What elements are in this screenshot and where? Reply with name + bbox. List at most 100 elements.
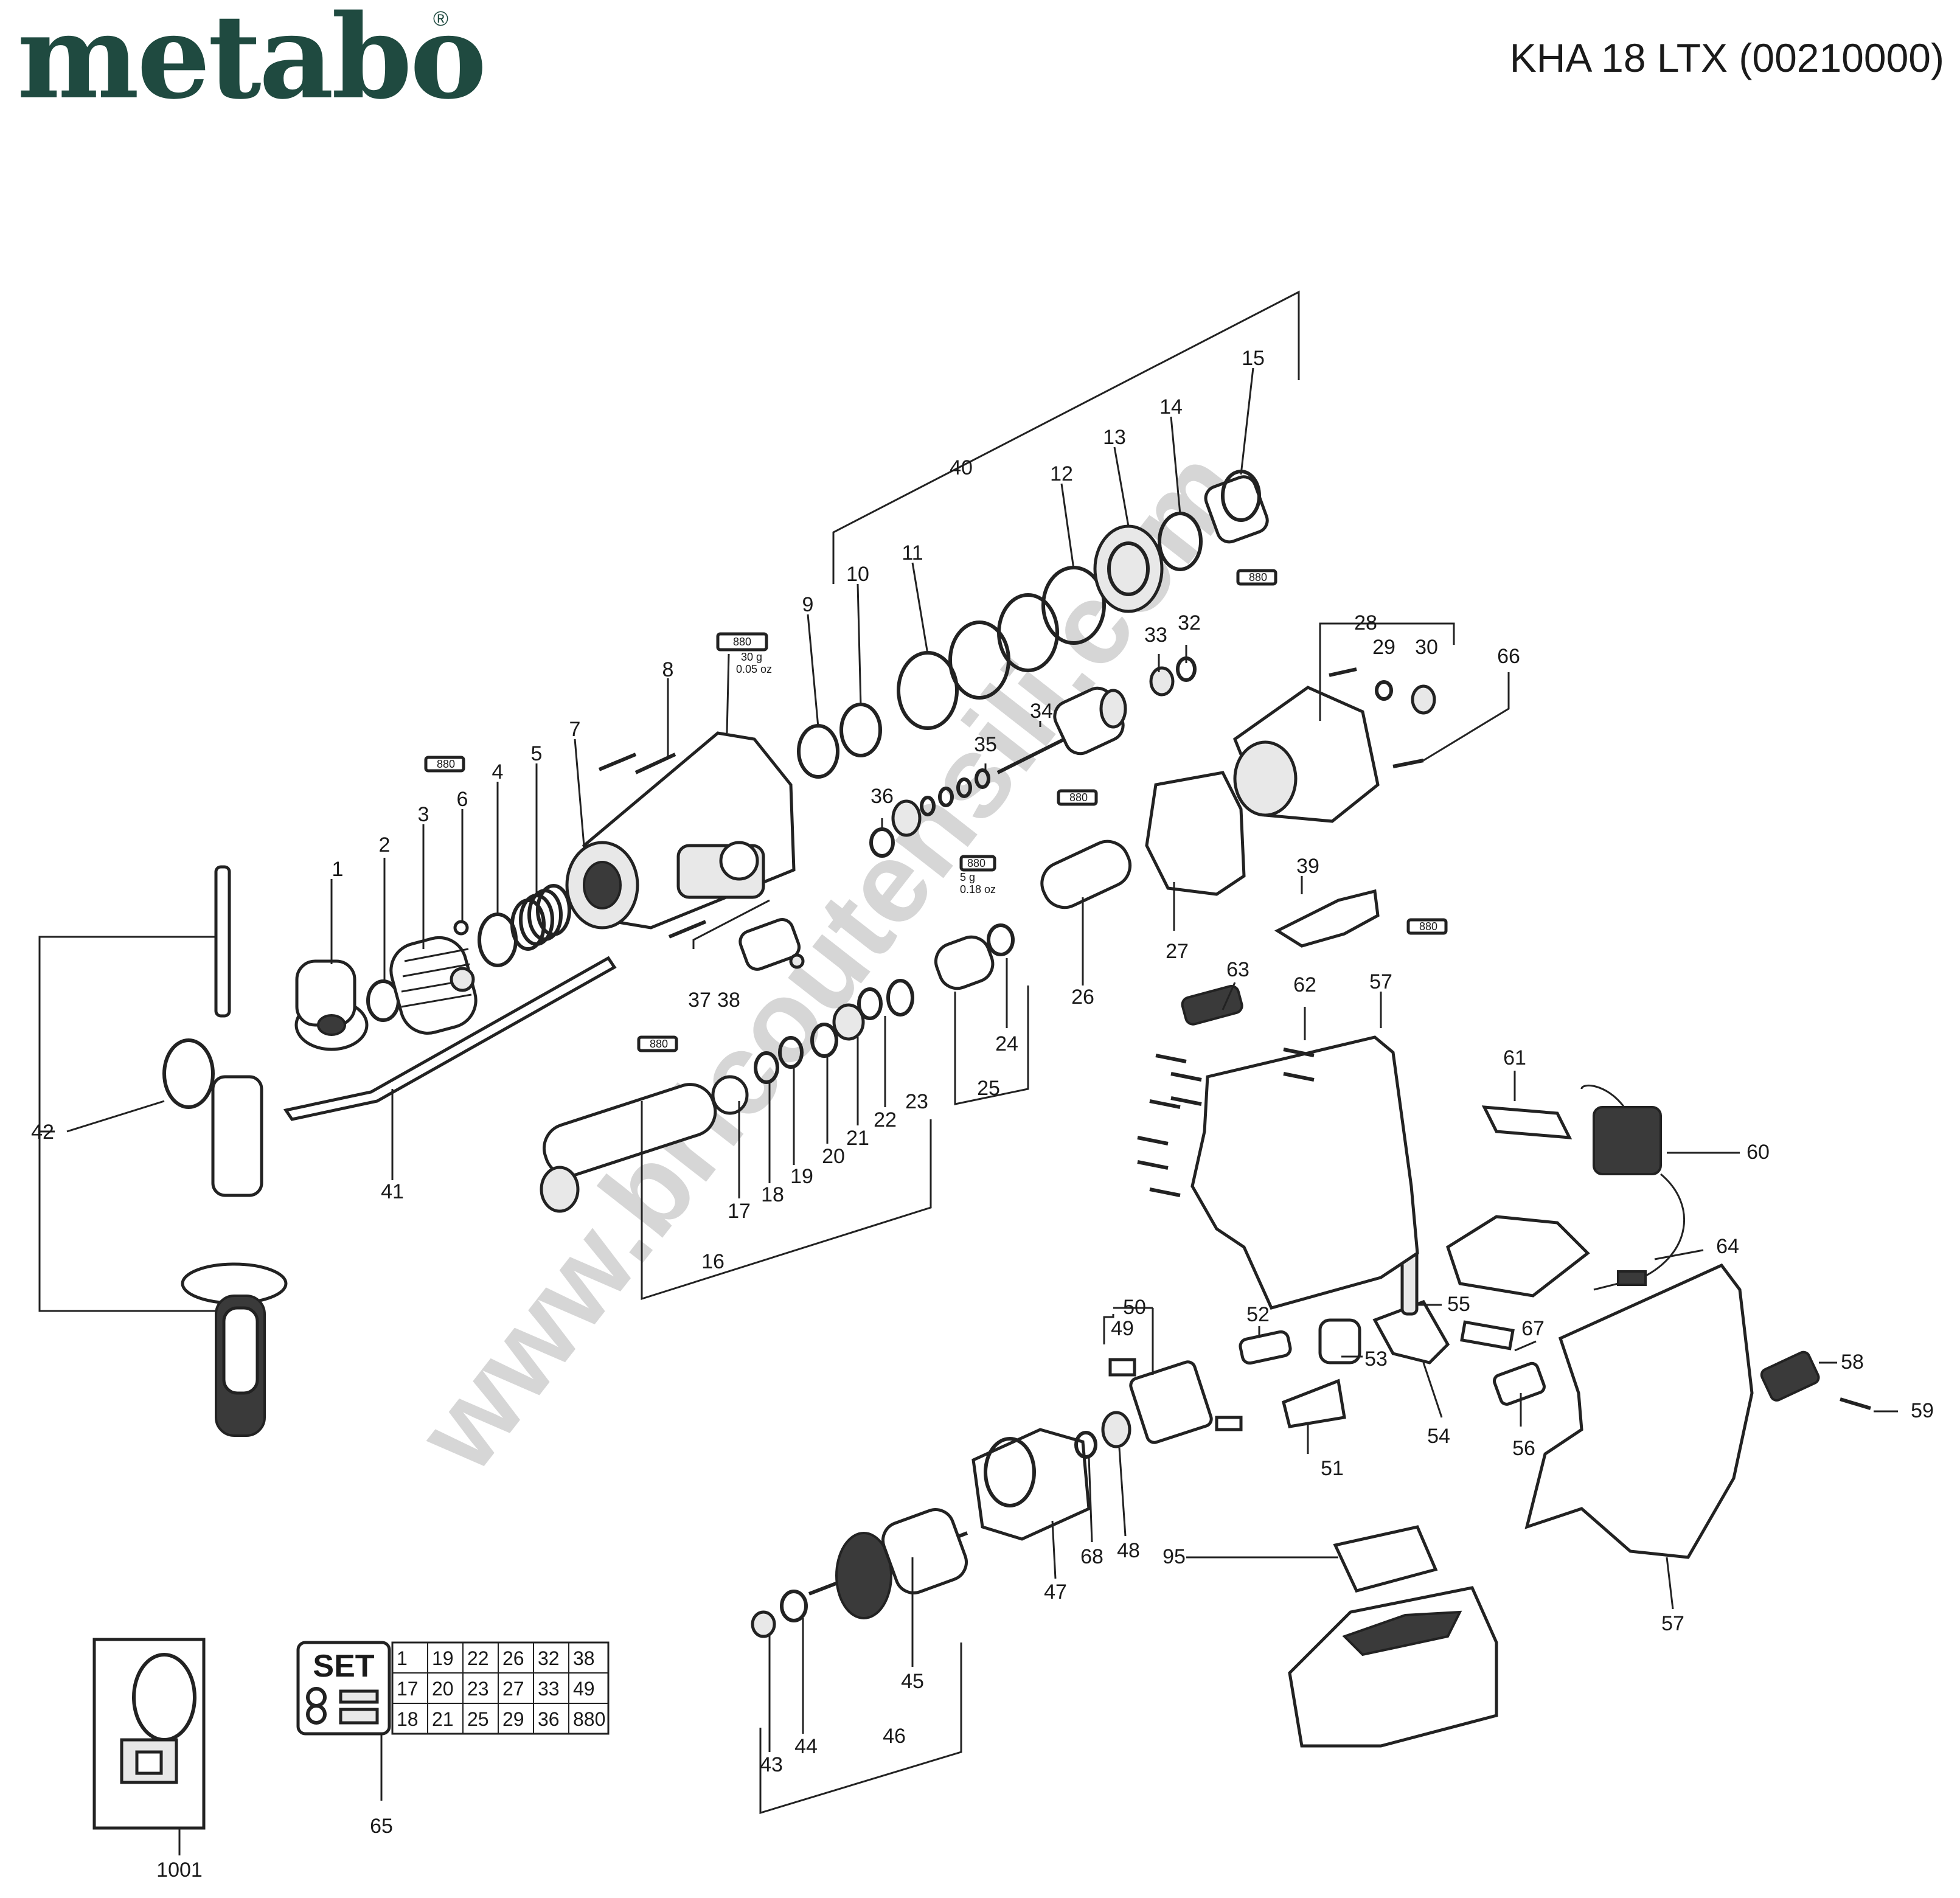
part-17 xyxy=(711,1075,749,1115)
callout: 17 xyxy=(728,1200,751,1223)
callout: 20 xyxy=(822,1145,845,1168)
callout: 46 xyxy=(883,1725,906,1748)
grease-tag-5g: 880 5 g 0.18 oz xyxy=(959,855,996,895)
set-table-cell: 29 xyxy=(502,1708,524,1730)
part-53 xyxy=(1318,1318,1361,1364)
callout: 6 xyxy=(457,788,468,811)
part-52 xyxy=(1239,1330,1292,1365)
part-bearing-21 xyxy=(832,1003,865,1041)
part-63 xyxy=(1181,985,1243,1026)
callout: 8 xyxy=(662,658,674,681)
set-table-cell: 36 xyxy=(538,1708,560,1730)
callout: 44 xyxy=(794,1735,818,1758)
callout: 42 xyxy=(31,1121,54,1144)
callout: 37 xyxy=(688,989,711,1012)
part-68 xyxy=(1074,1431,1097,1459)
callout: 10 xyxy=(846,563,869,586)
callout: 4 xyxy=(492,760,504,784)
callout: 49 xyxy=(1111,1317,1134,1340)
grease-tag-6: 880 xyxy=(424,756,465,773)
set-table-cell: 33 xyxy=(538,1678,560,1700)
part-ring-22 xyxy=(857,987,883,1020)
registered-mark: ® xyxy=(433,7,448,30)
callout: 1001 xyxy=(156,1858,203,1882)
part-gear-housing xyxy=(565,731,796,930)
callout: 21 xyxy=(846,1127,869,1150)
callout: 67 xyxy=(1521,1317,1545,1340)
part-ring-24 xyxy=(987,923,1015,956)
part-shaft-34 xyxy=(996,686,1127,774)
part-ring-19 xyxy=(778,1036,804,1069)
part-battery-pack xyxy=(1288,1586,1498,1748)
callout: 18 xyxy=(761,1183,784,1206)
part-stator-47 xyxy=(971,1428,1091,1541)
part-ring-9 xyxy=(797,724,839,779)
part-ring-18 xyxy=(754,1051,779,1084)
set-table-cell: 21 xyxy=(432,1708,454,1730)
callout: 53 xyxy=(1364,1347,1388,1371)
part-gasket-27 xyxy=(1145,771,1246,896)
part-61 xyxy=(1481,1105,1573,1139)
part-56 xyxy=(1492,1361,1546,1406)
callout: 11 xyxy=(902,541,923,565)
grease-tag-13: 880 xyxy=(1236,569,1277,586)
svg-text:880: 880 xyxy=(967,857,985,869)
svg-text:0.05 oz: 0.05 oz xyxy=(736,663,772,675)
grease-tag-30g: 880 30 g 0.05 oz xyxy=(716,632,772,675)
callout: 57 xyxy=(1661,1612,1684,1635)
set-table-cell: 880 xyxy=(573,1708,605,1730)
part-bracket-39 xyxy=(1274,889,1380,948)
callout: 15 xyxy=(1242,347,1265,370)
part-motor-flange-28 xyxy=(1232,686,1380,823)
callout: 45 xyxy=(901,1670,924,1693)
brand-logo: metabo xyxy=(17,0,484,125)
part-spindle-16 xyxy=(540,1083,717,1213)
callout: 50 xyxy=(1123,1296,1146,1319)
callout: 68 xyxy=(1080,1545,1103,1568)
set-table-cell: 27 xyxy=(502,1678,524,1700)
callout: 26 xyxy=(1071,985,1094,1009)
callout: 19 xyxy=(790,1165,813,1188)
callout: 38 xyxy=(717,989,740,1012)
set-table-cell: 49 xyxy=(573,1678,595,1700)
callout: 34 xyxy=(1030,700,1053,723)
part-screw-28 xyxy=(1329,667,1357,677)
part-crank-26 xyxy=(1040,839,1132,909)
callout: 55 xyxy=(1447,1293,1470,1316)
callout-numbers: 1 2 3 4 5 6 7 8 9 10 11 12 13 14 15 16 1… xyxy=(31,347,1934,1882)
callout: 5 xyxy=(531,742,543,765)
part-ring-11 xyxy=(897,651,959,730)
part-piston-25 xyxy=(934,935,995,990)
callout: 52 xyxy=(1246,1303,1270,1326)
part-64 xyxy=(1617,1270,1647,1286)
part-chuck-cap xyxy=(294,959,369,1051)
callout: 1 xyxy=(332,858,344,881)
part-ring-23 xyxy=(886,979,914,1017)
callout: 24 xyxy=(995,1032,1018,1055)
set-table-cell: 26 xyxy=(502,1647,524,1669)
callout: 54 xyxy=(1427,1425,1450,1448)
callout: 43 xyxy=(760,1753,783,1776)
part-ring-11c xyxy=(997,593,1059,672)
callout: 56 xyxy=(1512,1437,1535,1460)
grease-tag-17: 880 xyxy=(637,1035,678,1052)
callout: 2 xyxy=(379,833,391,857)
set-table-cell: 25 xyxy=(467,1708,489,1730)
part-95 xyxy=(1333,1525,1438,1593)
callout: 28 xyxy=(1354,611,1377,634)
callout: 35 xyxy=(974,733,997,756)
part-washers-35 xyxy=(920,768,990,816)
set-table-cell: 19 xyxy=(432,1647,454,1669)
set-table-cell: 32 xyxy=(538,1647,560,1669)
part-36 xyxy=(891,799,922,837)
part-screw-59 xyxy=(1840,1397,1871,1410)
callout: 61 xyxy=(1503,1046,1526,1069)
callout: 58 xyxy=(1841,1350,1864,1374)
callout: 16 xyxy=(701,1250,725,1273)
svg-text:30 g: 30 g xyxy=(741,651,762,663)
grease-tags: 880 30 g 0.05 oz 880 5 g 0.18 oz 880 880… xyxy=(424,569,1448,1052)
part-housing-right-57 xyxy=(1524,1263,1754,1559)
callout: 63 xyxy=(1226,958,1249,981)
set-title: SET xyxy=(313,1649,374,1684)
